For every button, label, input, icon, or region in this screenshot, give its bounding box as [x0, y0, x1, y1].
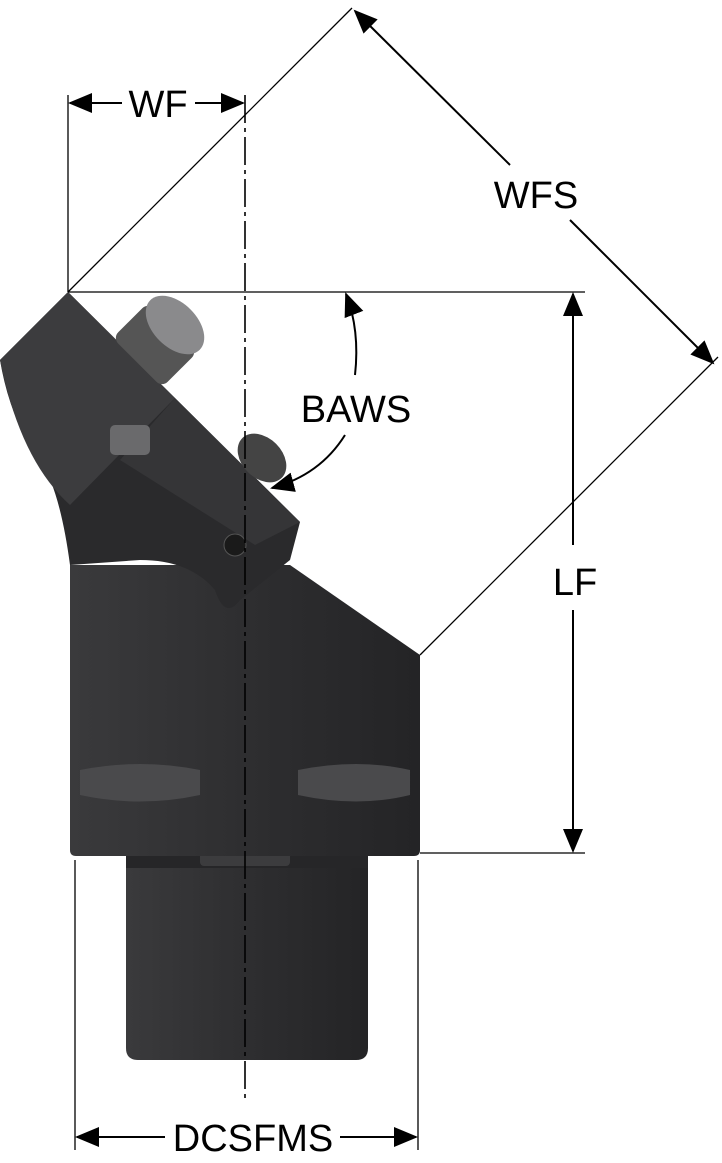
tool-body — [0, 292, 420, 856]
slot-left — [80, 764, 200, 802]
insert-head — [0, 292, 175, 505]
dimension-label-wf: WF — [128, 84, 187, 126]
dimension-arrows — [68, 9, 715, 1147]
screw-icon — [223, 533, 247, 557]
dimension-label-dcsfms: DCSFMS — [173, 1118, 333, 1160]
dimension-label-lf: LF — [553, 562, 597, 604]
clamp-screw-top — [115, 295, 205, 385]
dimension-label-baws: BAWS — [301, 389, 412, 431]
dimension-label-wfs: WFS — [494, 175, 578, 217]
shank — [126, 852, 368, 1060]
dimension-lines — [67, 7, 719, 1150]
clamp-screw-bottom — [110, 425, 287, 483]
slot-right — [298, 764, 410, 802]
